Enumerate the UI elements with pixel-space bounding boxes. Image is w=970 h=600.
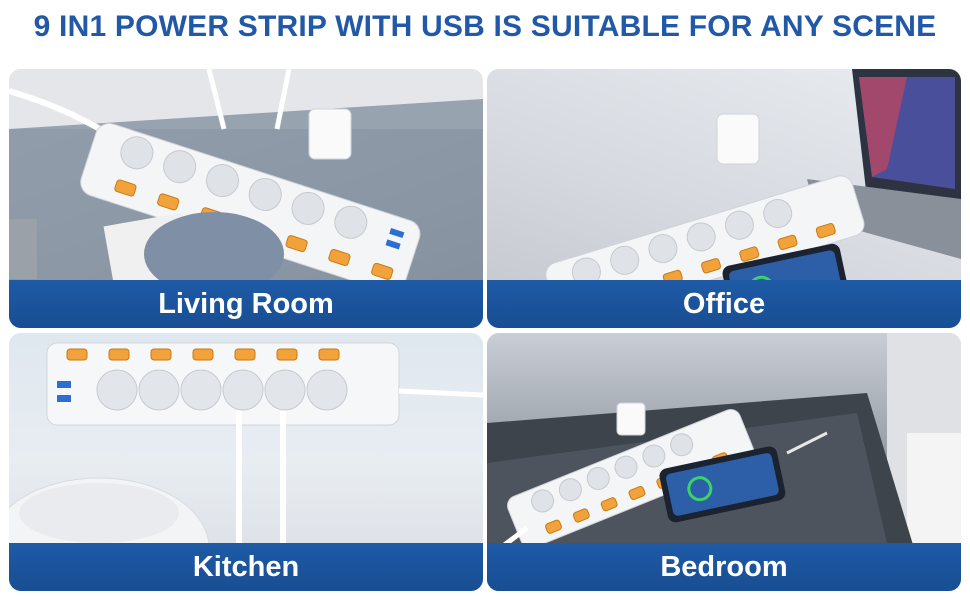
scene-panel-kitchen: Kitchen [9, 333, 483, 591]
scene-label-living-room: Living Room [9, 280, 483, 328]
page-headline: 9 IN1 POWER STRIP WITH USB IS SUITABLE F… [33, 10, 937, 43]
scene-label-bedroom: Bedroom [487, 543, 961, 591]
scene-panel-office: Office [487, 69, 961, 328]
scene-label-kitchen: Kitchen [9, 543, 483, 591]
scene-panel-living-room: Living Room [9, 69, 483, 328]
scene-label-office: Office [487, 280, 961, 328]
scene-photo-living-room [9, 69, 483, 328]
scene-panel-bedroom: Bedroom [487, 333, 961, 591]
